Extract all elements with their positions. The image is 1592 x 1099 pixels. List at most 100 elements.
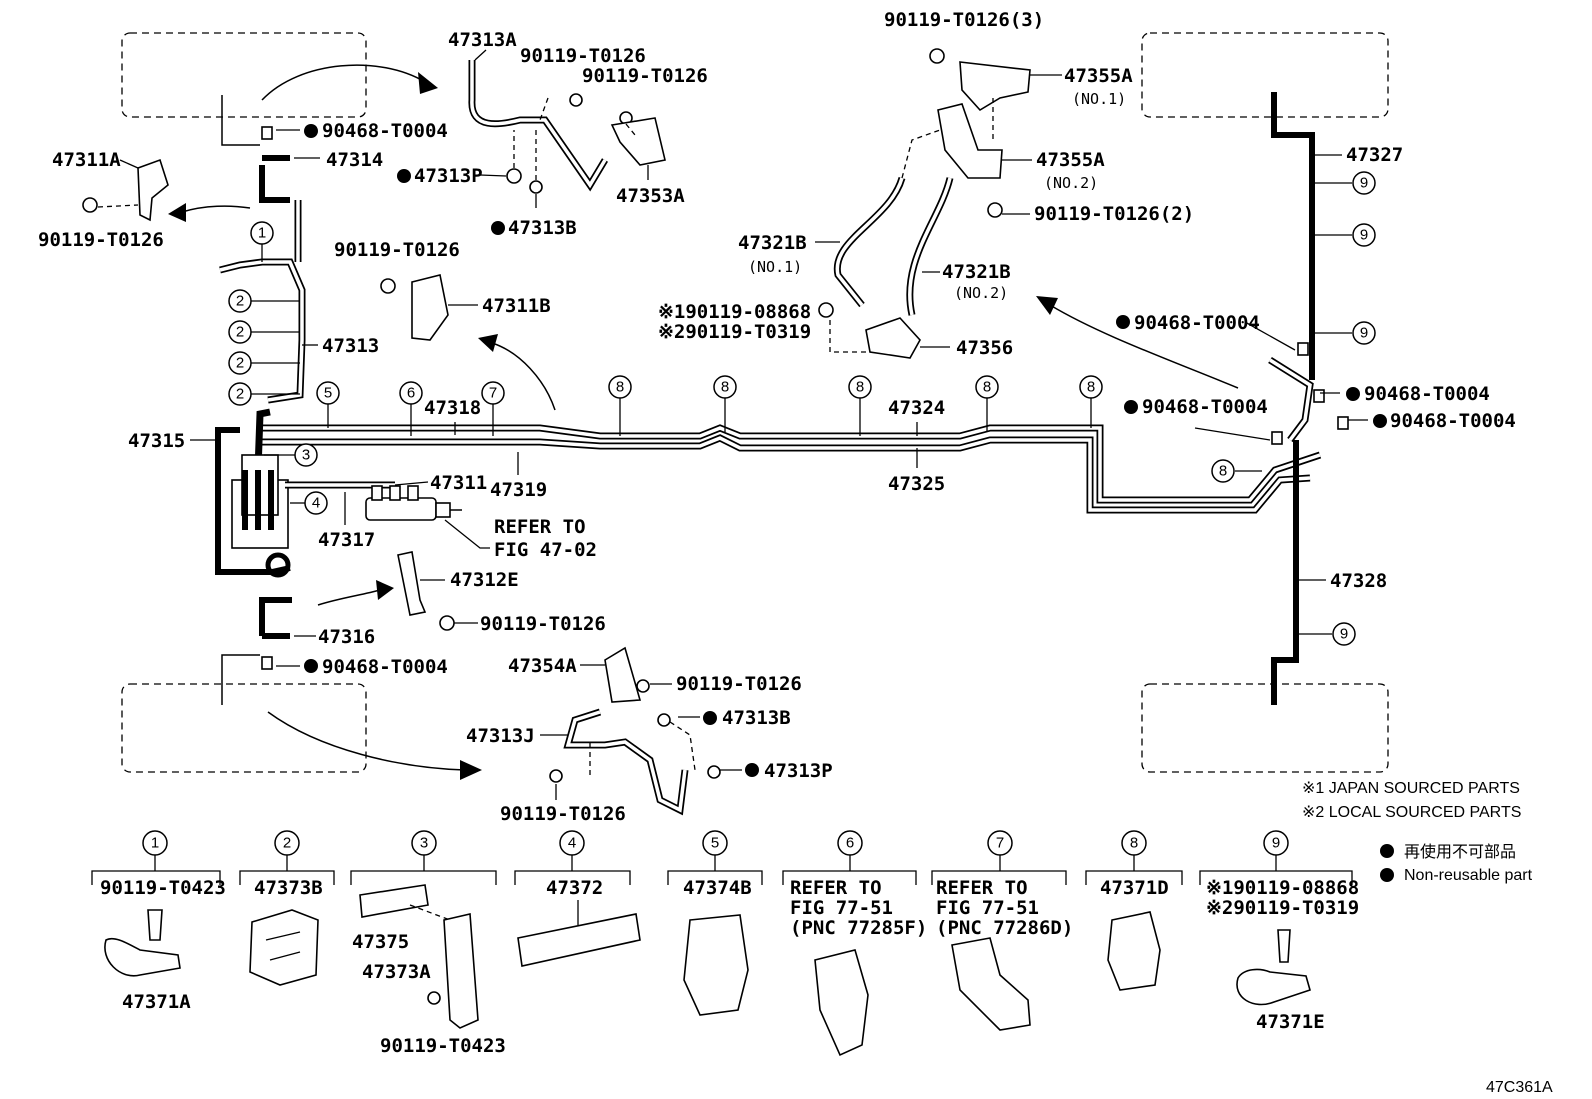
hose-47321B-no2 (906, 177, 954, 316)
callout-2-a: 2 (236, 293, 244, 310)
svg-text:3: 3 (420, 835, 428, 852)
label-47313J: 47313J (466, 725, 535, 747)
hose-47316 (259, 597, 292, 639)
svg-text:47372: 47372 (546, 877, 603, 899)
label-90468-T0004-d: 90468-T0004 (1364, 383, 1490, 405)
hose-47321B-no1 (833, 129, 941, 308)
label-47315: 47315 (128, 430, 185, 452)
label-90468-T0004-c: 90468-T0004 (1134, 312, 1260, 334)
svg-text:REFER TO: REFER TO (790, 877, 882, 899)
label-47313B-top: 47313B (508, 217, 577, 239)
label-refer-fig-47-02-line1: REFER TO (494, 516, 586, 538)
callout-7: 7 (489, 385, 497, 402)
label-47325: 47325 (888, 473, 945, 495)
label-90119-T0126-f: 90119-T0126 (676, 673, 802, 695)
non-reusable-markers (304, 124, 1387, 777)
label-90119-T0126-2: 90119-T0126(2) (1034, 203, 1194, 225)
svg-text:47373A: 47373A (362, 961, 431, 983)
svg-text:※190119-08868: ※190119-08868 (1206, 877, 1359, 899)
label-47312E: 47312E (450, 569, 519, 591)
callout-9-a: 9 (1360, 175, 1368, 192)
label-90119-T0126-e: 90119-T0126 (480, 613, 606, 635)
callout-2-b: 2 (236, 324, 244, 341)
svg-text:2: 2 (283, 835, 291, 852)
label-47355A-no2: 47355A (1036, 149, 1105, 171)
callout-8-b: 8 (721, 379, 729, 396)
bracket-47311A (82, 158, 169, 222)
label-47317: 47317 (318, 529, 375, 551)
label-refer-fig-47-02-line2: FIG 47-02 (494, 539, 597, 561)
bottom-part-8: 8 47371D (1085, 830, 1183, 991)
svg-text:47375: 47375 (352, 931, 409, 953)
label-90119-T0126-3: 90119-T0126(3) (884, 9, 1044, 31)
svg-text:7: 7 (996, 835, 1004, 852)
svg-text:47371D: 47371D (1100, 877, 1169, 899)
svg-text:47371E: 47371E (1256, 1011, 1325, 1033)
bracket-47355A-no2 (937, 103, 1003, 218)
label-47328: 47328 (1330, 570, 1387, 592)
svg-text:4: 4 (568, 835, 576, 852)
label-47321B-no2: 47321B (942, 261, 1011, 283)
svg-text:47373B: 47373B (254, 877, 323, 899)
non-reusable-legend-dot-2 (1380, 868, 1394, 882)
caliper-tube-47313J (549, 646, 721, 816)
svg-text:9: 9 (1272, 835, 1280, 852)
brake-tubes-47324-47325 (262, 424, 1322, 514)
bottom-part-1: 1 90119-T0423 47371A (91, 830, 226, 1013)
svg-text:FIG 77-51: FIG 77-51 (936, 897, 1039, 919)
label-47355A-no1: 47355A (1064, 65, 1133, 87)
bottom-part-7: 7 REFER TO FIG 77-51 (PNC 77286D) (931, 830, 1073, 1031)
callout-8-d: 8 (983, 379, 991, 396)
non-reusable-legend-dot-1 (1380, 844, 1394, 858)
label-no2-a: (NO.2) (1044, 174, 1098, 192)
front-right-wheel-outline (1141, 32, 1389, 118)
label-90468-T0004-a: 90468-T0004 (322, 120, 448, 142)
front-left-wheel-outline (121, 32, 367, 118)
bracket-47355A-no1 (929, 48, 1031, 140)
bottom-part-4: 4 47372 (514, 830, 641, 967)
label-47311: 47311 (430, 472, 487, 494)
label-47316: 47316 (318, 626, 375, 648)
brake-tube-47313 (219, 200, 306, 471)
bottom-part-3: 3 47375 47373A 90119-T0423 (350, 830, 506, 1057)
label-90119-T0126-d: 90119-T0126 (334, 239, 460, 261)
svg-text:5: 5 (711, 835, 719, 852)
callout-3: 3 (302, 447, 310, 464)
part-labels: 47313A 90119-T0126 90119-T0126 47313P 47… (38, 9, 1516, 825)
label-90119-T0126-a: 90119-T0126 (520, 45, 646, 67)
label-47313P-bottom: 47313P (764, 760, 833, 782)
bottom-part-6: 6 REFER TO FIG 77-51 (PNC 77285F) (782, 830, 927, 1057)
callout-9-d: 9 (1340, 626, 1348, 643)
callout-8-c: 8 (856, 379, 864, 396)
label-47327: 47327 (1346, 144, 1403, 166)
svg-text:90119-T0423: 90119-T0423 (100, 877, 226, 899)
label-290119-T0319: ※290119-T0319 (658, 321, 811, 343)
bracket-47311B (380, 274, 449, 341)
label-no1-a: (NO.1) (1072, 90, 1126, 108)
legend-non-reusable-jp: 再使用不可部品 (1404, 843, 1516, 861)
callout-2-c: 2 (236, 355, 244, 372)
svg-text:6: 6 (846, 835, 854, 852)
brake-tube-47328 (1271, 440, 1299, 705)
legend-local-sourced: ※2 LOCAL SOURCED PARTS (1302, 804, 1521, 821)
svg-text:8: 8 (1130, 835, 1138, 852)
callout-leaders (250, 182, 1352, 635)
bracket-47312E (397, 551, 455, 631)
label-90119-T0126-b: 90119-T0126 (582, 65, 708, 87)
callout-9-b: 9 (1360, 227, 1368, 244)
label-no2-b: (NO.2) (954, 284, 1008, 302)
brake-tube-47315 (215, 427, 291, 575)
callout-1: 1 (258, 225, 266, 242)
hose-47314 (259, 155, 290, 203)
rear-right-wheel-outline (1141, 683, 1389, 773)
legend-non-reusable-en: Non-reusable part (1404, 867, 1533, 884)
svg-text:1: 1 (151, 835, 159, 852)
label-47318: 47318 (424, 397, 481, 419)
clip-90468-T0004-rear (261, 656, 273, 670)
callout-2-d: 2 (236, 386, 244, 403)
label-47313B-bottom: 47313B (722, 707, 791, 729)
label-47319: 47319 (490, 479, 547, 501)
label-47324: 47324 (888, 397, 945, 419)
rear-left-wheel-outline (121, 683, 367, 773)
